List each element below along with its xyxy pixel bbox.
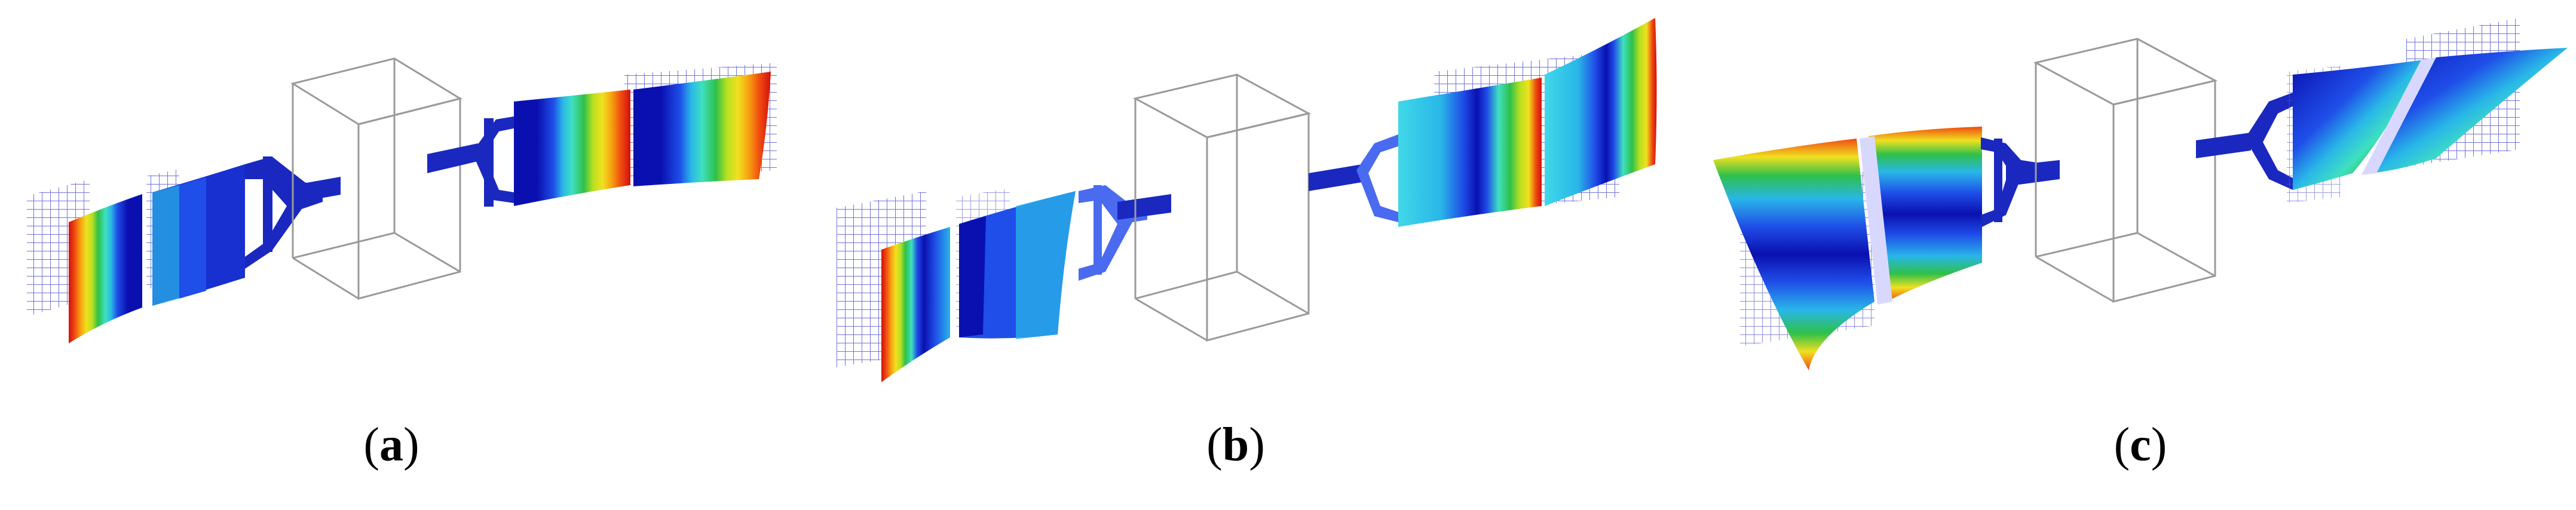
boom-right — [2196, 133, 2251, 158]
panel-c: (c) — [1695, 0, 2576, 510]
caption-c: (c) — [2114, 419, 2167, 471]
solar-panel-right-inner — [514, 90, 630, 206]
yoke-right — [2245, 93, 2293, 190]
spacecraft-body-c — [2033, 38, 2218, 303]
solar-panel-left-outer — [1713, 139, 1874, 370]
caption-b: (b) — [1206, 419, 1265, 471]
satellite-diagram-b — [837, 18, 1657, 382]
caption-a: (a) — [363, 419, 419, 471]
yoke-right — [1356, 134, 1398, 222]
boom-right — [427, 143, 478, 173]
boom-right — [1309, 164, 1362, 191]
satellite-diagram-a — [27, 57, 777, 343]
solar-panel-left-outer — [69, 194, 142, 343]
boom-left — [1117, 194, 1171, 220]
solar-panel-right-outer — [1545, 18, 1657, 206]
spacecraft-body-a — [290, 57, 462, 300]
boom-left — [2006, 160, 2060, 186]
yoke-left — [245, 156, 323, 269]
panel-a: (a) — [0, 0, 859, 510]
spacecraft-body-b — [1132, 73, 1312, 342]
satellite-diagram-c — [1713, 18, 2568, 370]
solar-panel-right-outer — [2370, 48, 2568, 173]
solar-panel-right-outer — [633, 72, 771, 186]
yoke-right — [472, 116, 514, 203]
solar-panel-right-inner — [1398, 78, 1542, 227]
solar-panel-right-inner — [2293, 60, 2424, 190]
panel-b: (b) — [837, 0, 1695, 510]
solar-panel-left-inner — [1869, 127, 1982, 302]
boom-left — [287, 177, 341, 204]
solar-panel-left-outer — [881, 227, 950, 382]
